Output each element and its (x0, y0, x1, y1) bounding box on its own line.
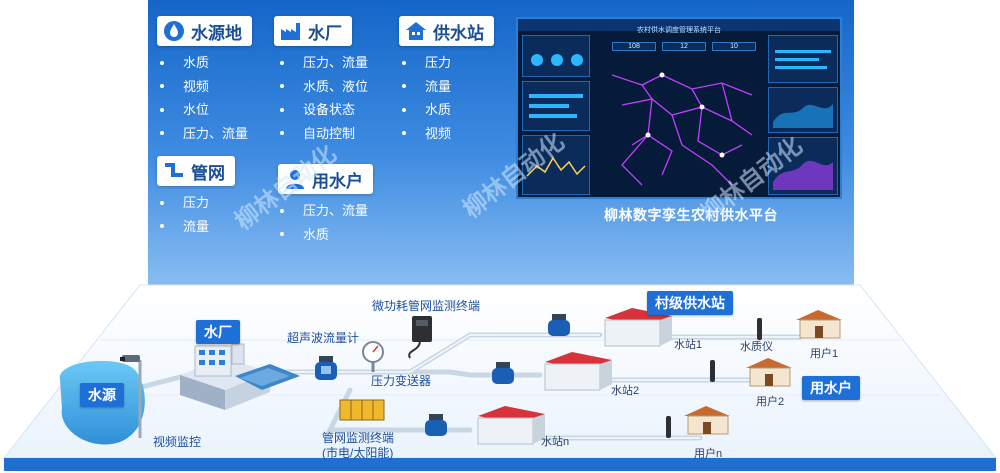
category-supply-station-title: 供水站 (399, 16, 494, 46)
video-monitor-label: 视频监控 (153, 435, 202, 449)
water-quality-meter-label: 水质仪 (740, 341, 773, 353)
category-water-source-list: 水质 视频 水位 压力、流量 (160, 51, 248, 145)
household-label: 用水户 (802, 376, 860, 400)
pipe-icon (163, 160, 185, 182)
platform-caption: 柳林数字孪生农村供水平台 (604, 207, 778, 223)
user-2-label: 用户2 (756, 396, 785, 408)
ultrasonic-flowmeter-label: 超声波流量计 (287, 331, 360, 345)
category-water-user-title: 用水户 (278, 164, 373, 194)
list-item: 压力 (160, 191, 209, 215)
village-station-label: 村级供水站 (647, 291, 733, 315)
category-title-text: 用水户 (312, 171, 363, 191)
list-item: 设备状态 (280, 98, 368, 122)
category-title-text: 供水站 (433, 23, 484, 43)
category-water-source-title: 水源地 (157, 16, 252, 46)
category-water-plant-list: 压力、流量 水质、液位 设备状态 自动控制 (280, 51, 368, 145)
water-source-label: 水源 (80, 383, 124, 407)
list-item: 自动控制 (280, 122, 368, 146)
network-terminal-label: 管网监测终端 (322, 431, 395, 445)
user-1-label: 用户1 (810, 348, 839, 360)
dashboard-left-panel-1 (522, 35, 590, 77)
dashboard-right-panel-2 (768, 87, 838, 133)
dashboard-screenshot: 农村供水调度管理系统平台 108 12 10 (516, 17, 842, 199)
list-item: 水质 (402, 98, 451, 122)
list-item: 视频 (160, 75, 248, 99)
list-item: 压力、流量 (160, 122, 248, 146)
category-title-text: 水厂 (308, 23, 342, 43)
house-icon (405, 20, 427, 42)
list-item: 水质 (160, 51, 248, 75)
dashboard-left-panel-2 (522, 81, 590, 131)
dashboard-pipe-map (611, 72, 753, 186)
water-plant-label: 水厂 (196, 320, 240, 344)
water-drop-icon (163, 20, 185, 42)
category-water-plant-title: 水厂 (274, 16, 352, 46)
list-item: 流量 (402, 75, 451, 99)
list-item: 水质、液位 (280, 75, 368, 99)
list-item: 压力、流量 (280, 51, 368, 75)
dashboard-number-3: 10 (712, 42, 756, 51)
dashboard-number-1: 108 (612, 42, 656, 51)
station-1-label: 水站1 (674, 339, 703, 351)
category-supply-station-list: 压力 流量 水质 视频 (402, 51, 451, 145)
category-title-text: 水源地 (191, 23, 242, 43)
dashboard-number-2: 12 (662, 42, 706, 51)
user-n-label: 用户n (694, 448, 723, 460)
station-2-label: 水站2 (611, 385, 640, 397)
category-pipe-network-list: 压力 流量 (160, 191, 209, 238)
water-supply-scene (2, 284, 998, 471)
user-icon (284, 168, 306, 190)
category-title-text: 管网 (191, 163, 225, 183)
list-item: 视频 (402, 122, 451, 146)
category-water-user-list: 压力、流量 水质 (280, 199, 368, 246)
dashboard-title: 农村供水调度管理系统平台 (637, 27, 721, 34)
station-n-label: 水站n (541, 436, 570, 448)
dashboard-right-panel-1 (768, 35, 838, 83)
list-item: 流量 (160, 215, 209, 239)
low-power-terminal-label: 微功耗管网监测终端 (372, 299, 481, 313)
factory-icon (280, 20, 302, 42)
network-terminal-power-label: (市电/太阳能) (322, 446, 394, 460)
list-item: 压力、流量 (280, 199, 368, 223)
dashboard-left-panel-3 (522, 135, 590, 195)
category-pipe-network-title: 管网 (157, 156, 235, 186)
list-item: 压力 (402, 51, 451, 75)
dashboard-right-panel-3 (768, 137, 838, 195)
list-item: 水质 (280, 223, 368, 247)
pressure-transmitter-label: 压力变送器 (371, 374, 432, 388)
list-item: 水位 (160, 98, 248, 122)
dashboard-header: 农村供水调度管理系统平台 (518, 19, 840, 34)
